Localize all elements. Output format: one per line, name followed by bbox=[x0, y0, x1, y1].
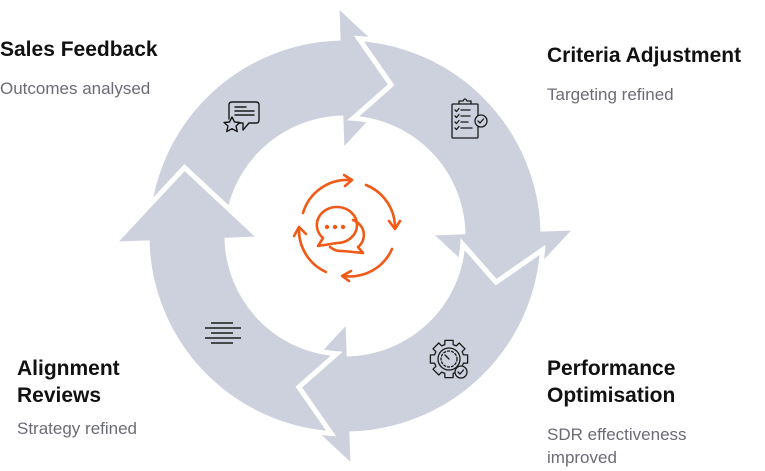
stage-subtitle-line-2: improved bbox=[547, 448, 617, 467]
stage-title-line-2: Optimisation bbox=[547, 384, 676, 407]
align-center-icon bbox=[205, 322, 241, 344]
stage-performance-optimisation: Performance Optimisation SDR effectivene… bbox=[547, 355, 687, 469]
stage-subtitle-line-1: SDR effectiveness bbox=[547, 425, 687, 444]
stage-title: Sales Feedback bbox=[0, 38, 158, 61]
stage-title-line-1: Performance bbox=[547, 357, 676, 380]
stage-sales-feedback: Sales Feedback Outcomes analysed bbox=[0, 36, 158, 100]
stage-subtitle: Outcomes analysed bbox=[0, 79, 151, 98]
arrow-performance-optimisation bbox=[273, 238, 546, 471]
chat-cycle-icon bbox=[292, 173, 402, 283]
stage-title-line-2: Reviews bbox=[17, 384, 102, 407]
stage-title: Criteria Adjustment bbox=[547, 44, 742, 67]
clipboard-checklist-icon bbox=[451, 98, 488, 139]
gear-gauge-icon bbox=[429, 339, 469, 379]
stage-subtitle: SDR effectiveness improved bbox=[547, 423, 687, 469]
arrow-sales-feedback bbox=[144, 0, 417, 236]
arrow-alignment-reviews bbox=[107, 164, 343, 437]
arrow-criteria-adjustment bbox=[347, 35, 583, 308]
stage-subtitle: Strategy refined bbox=[17, 419, 138, 438]
stage-subtitle: Targeting refined bbox=[547, 85, 674, 104]
stage-criteria-adjustment: Criteria Adjustment Targeting refined bbox=[547, 42, 741, 106]
stage-alignment-reviews: Alignment Reviews Strategy refined bbox=[17, 355, 137, 440]
review-star-icon bbox=[223, 101, 260, 133]
stage-title-line-1: Alignment bbox=[17, 357, 120, 380]
